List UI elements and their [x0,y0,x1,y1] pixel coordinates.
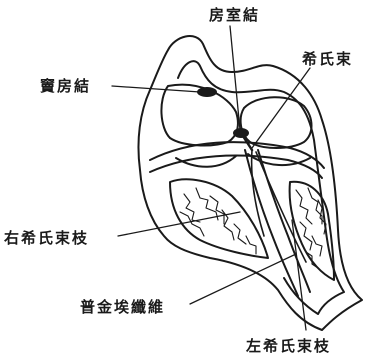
leader-av-node [230,26,240,130]
leader-purkinje [190,254,296,304]
label-sa-node: 竇房結 [40,75,91,96]
leader-sa-node [112,86,200,92]
label-bundle-of-his: 希氏束 [302,48,353,69]
label-purkinje-fibers: 普金埃纖維 [80,296,165,317]
label-right-bundle-branch: 右希氏束枝 [4,227,89,248]
label-left-bundle-branch: 左希氏束枝 [246,335,331,356]
heart-outline [138,36,362,330]
label-av-node: 房室結 [209,4,260,25]
leader-rbb [118,212,240,236]
